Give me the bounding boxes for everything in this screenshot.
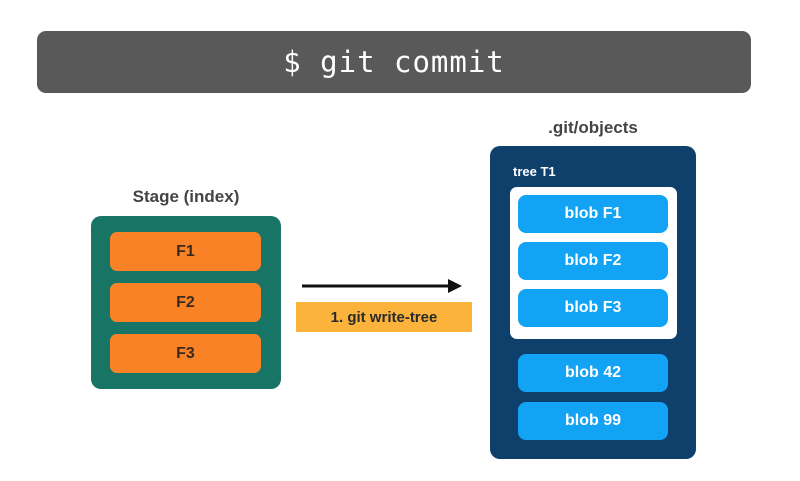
blob-99: blob 99 — [518, 402, 668, 440]
tree-box: blob F1 blob F2 blob F3 — [510, 187, 677, 339]
blob-f3: blob F3 — [518, 289, 668, 327]
stage-box: F1 F2 F3 — [91, 216, 281, 389]
tree-label: tree T1 — [513, 164, 556, 179]
command-bar: $ git commit — [37, 31, 751, 93]
stage-item-f1: F1 — [110, 232, 261, 271]
stage-item-f3: F3 — [110, 334, 261, 373]
objects-title: .git/objects — [548, 118, 638, 137]
arrow-icon — [302, 279, 462, 293]
blob-f1: blob F1 — [518, 195, 668, 233]
step-label: 1. git write-tree — [296, 302, 472, 332]
stage-title: Stage (index) — [132, 187, 240, 206]
command-text: $ git commit — [283, 45, 505, 79]
blob-f2: blob F2 — [518, 242, 668, 280]
objects-box: tree T1 blob F1 blob F2 blob F3 blob 42 … — [490, 146, 696, 459]
blob-42: blob 42 — [518, 354, 668, 392]
stage-item-f2: F2 — [110, 283, 261, 322]
